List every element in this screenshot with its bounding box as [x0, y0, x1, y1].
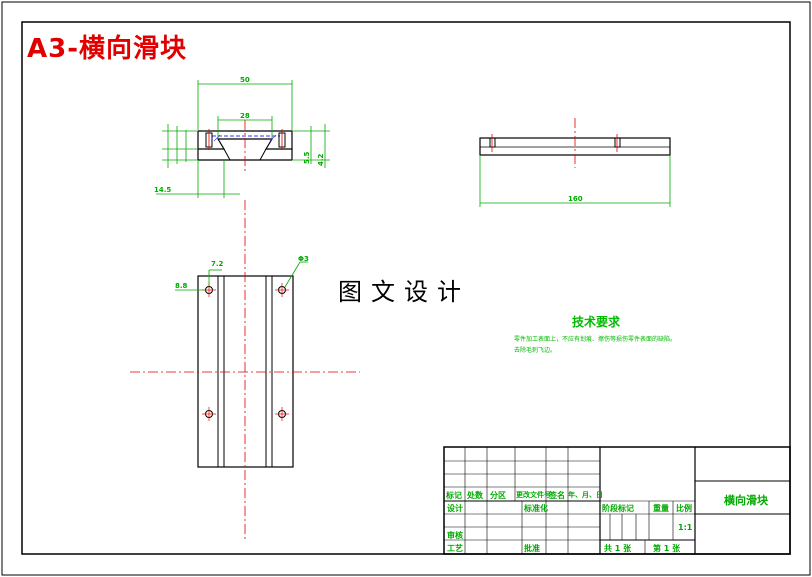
tech-requirement-line-1: 零件加工表面上，不应有划痕、擦伤等损伤零件表面的缺陷。 — [514, 336, 677, 343]
tb-header-count: 处数 — [467, 491, 483, 500]
title-block — [443, 446, 791, 555]
tb-header-signature: 签名 — [549, 491, 565, 500]
dim-height-5-5: 5.5 — [303, 151, 311, 164]
tb-scale-value: 1:1 — [678, 523, 693, 532]
tb-row-design: 设计 — [447, 504, 463, 513]
dim-length-160: 160 — [568, 195, 583, 203]
side-hole-left — [489, 137, 496, 148]
tb-header-change-doc: 更改文件号 — [516, 491, 551, 499]
dim-width-28: 28 — [240, 112, 250, 120]
tb-scale: 比例 — [676, 504, 692, 513]
tb-header-mark: 标记 — [446, 491, 462, 500]
tb-row-process: 工艺 — [447, 544, 463, 553]
tb-row-standard: 标准化 — [524, 504, 548, 513]
drawing-title: A3-横向滑块 — [27, 34, 188, 64]
watermark-text: 图文设计 — [338, 278, 470, 306]
front-view-dimensions — [156, 80, 330, 198]
tb-weight: 重量 — [653, 504, 669, 513]
tb-row-review: 审核 — [447, 531, 463, 540]
tech-requirements-heading: 技术要求 — [572, 315, 621, 329]
drawing-frame — [21, 21, 791, 555]
tb-row-approve: 批准 — [524, 544, 540, 553]
top-view-dimensions — [175, 261, 308, 291]
dim-pos-7-2: 7.2 — [211, 260, 224, 268]
dim-height-4-2: 4.2 — [317, 153, 325, 166]
tb-stage-mark: 阶段标记 — [602, 504, 634, 513]
top-view — [130, 200, 360, 540]
side-hole-right — [614, 137, 621, 148]
side-view — [479, 118, 671, 168]
dim-pos-8-8: 8.8 — [175, 282, 188, 290]
side-view-dimensions — [479, 155, 671, 207]
tb-part-name: 横向滑块 — [724, 494, 768, 507]
dim-width-50: 50 — [240, 76, 250, 84]
tb-header-date: 年、月、日 — [568, 491, 603, 499]
tb-total-sheets: 共 1 张 — [604, 544, 632, 553]
dim-offset-14-5: 14.5 — [154, 186, 171, 194]
top-view-outline — [197, 275, 294, 468]
tb-header-zone: 分区 — [490, 491, 506, 500]
tb-sheet-number: 第 1 张 — [653, 544, 681, 553]
tech-requirement-line-2: 去除毛刺飞边。 — [514, 347, 557, 354]
front-view — [197, 120, 293, 172]
dim-hole-diameter: Φ3 — [298, 255, 309, 263]
